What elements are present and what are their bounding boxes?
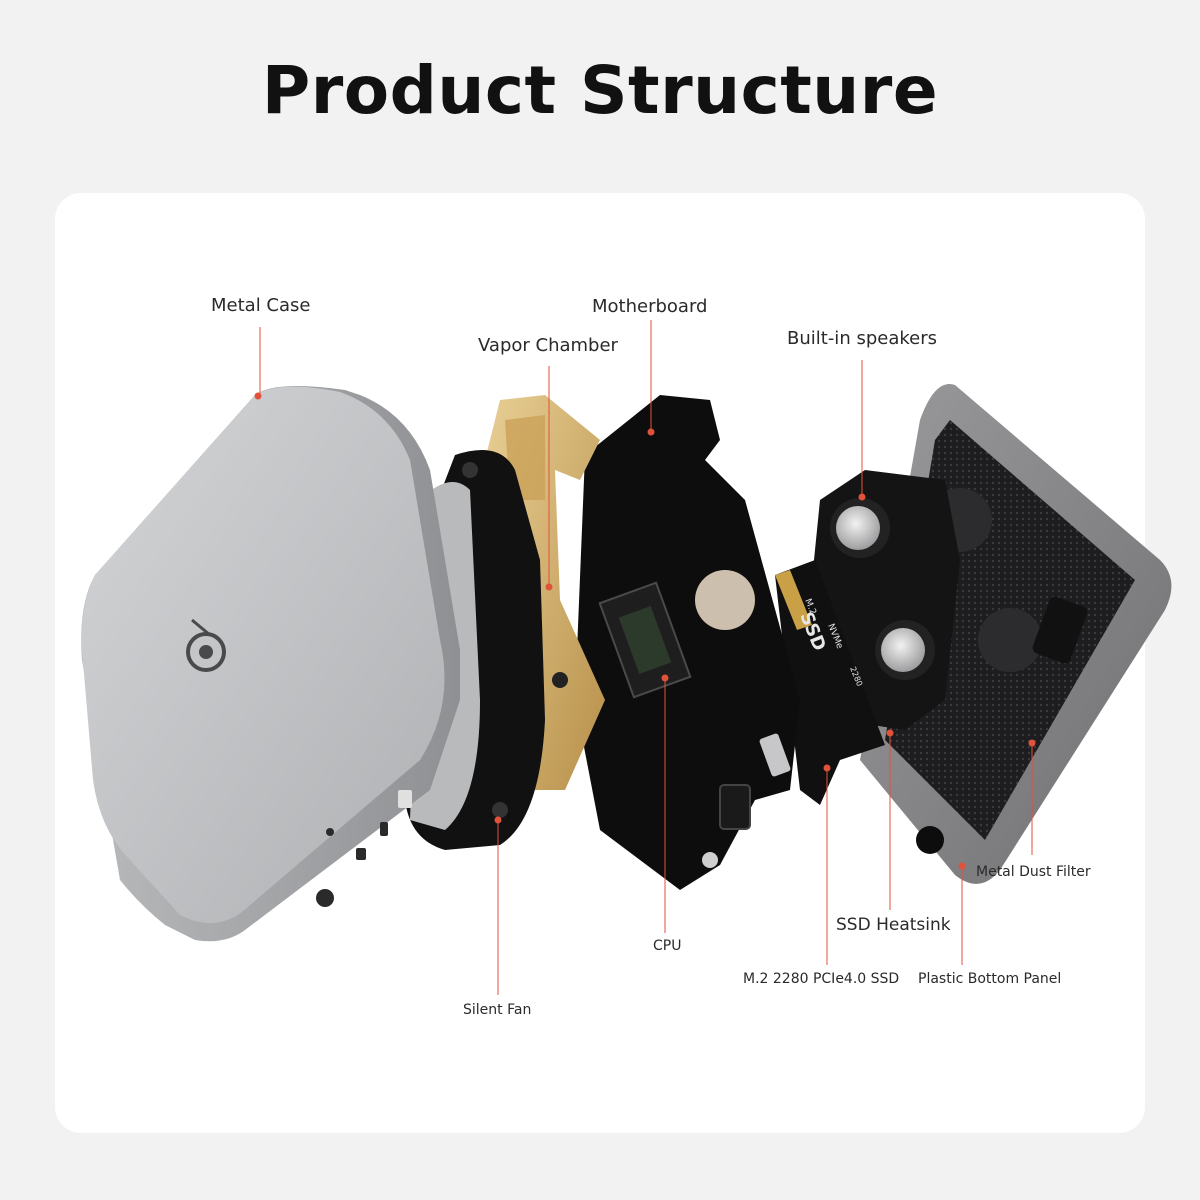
leader-dot-speakers bbox=[858, 493, 866, 501]
label-metal-dust-filter: Metal Dust Filter bbox=[976, 864, 1091, 880]
leader-dot-vapor-chamber bbox=[545, 583, 553, 591]
label-plastic-bottom-panel: Plastic Bottom Panel bbox=[918, 971, 1062, 987]
leader-dot-metal-case bbox=[254, 392, 262, 400]
label-motherboard: Motherboard bbox=[592, 296, 708, 317]
label-ssd: M.2 2280 PCIe4.0 SSD bbox=[743, 971, 900, 987]
leader-dot-ssd bbox=[823, 764, 831, 772]
leader-dot-cpu bbox=[661, 674, 669, 682]
leader-dot-silent-fan bbox=[494, 816, 502, 824]
leader-dot-dust-filter bbox=[1028, 739, 1036, 747]
motherboard-art bbox=[575, 395, 800, 890]
label-silent-fan: Silent Fan bbox=[463, 1002, 532, 1018]
ssd-art: M.2 SSD NVMe 2280 bbox=[775, 560, 885, 805]
leader-dot-bottom-panel bbox=[958, 862, 966, 870]
label-metal-case: Metal Case bbox=[211, 295, 311, 316]
leader-lines bbox=[254, 320, 1036, 995]
leader-dot-motherboard bbox=[647, 428, 655, 436]
page-title: Product Structure bbox=[261, 52, 939, 129]
label-builtin-speakers: Built-in speakers bbox=[787, 328, 937, 349]
label-cpu: CPU bbox=[653, 938, 682, 954]
label-ssd-heatsink: SSD Heatsink bbox=[836, 915, 951, 935]
leader-dot-ssd-heatsink bbox=[886, 729, 894, 737]
metal-case-art bbox=[81, 386, 460, 942]
label-vapor-chamber: Vapor Chamber bbox=[478, 335, 618, 356]
